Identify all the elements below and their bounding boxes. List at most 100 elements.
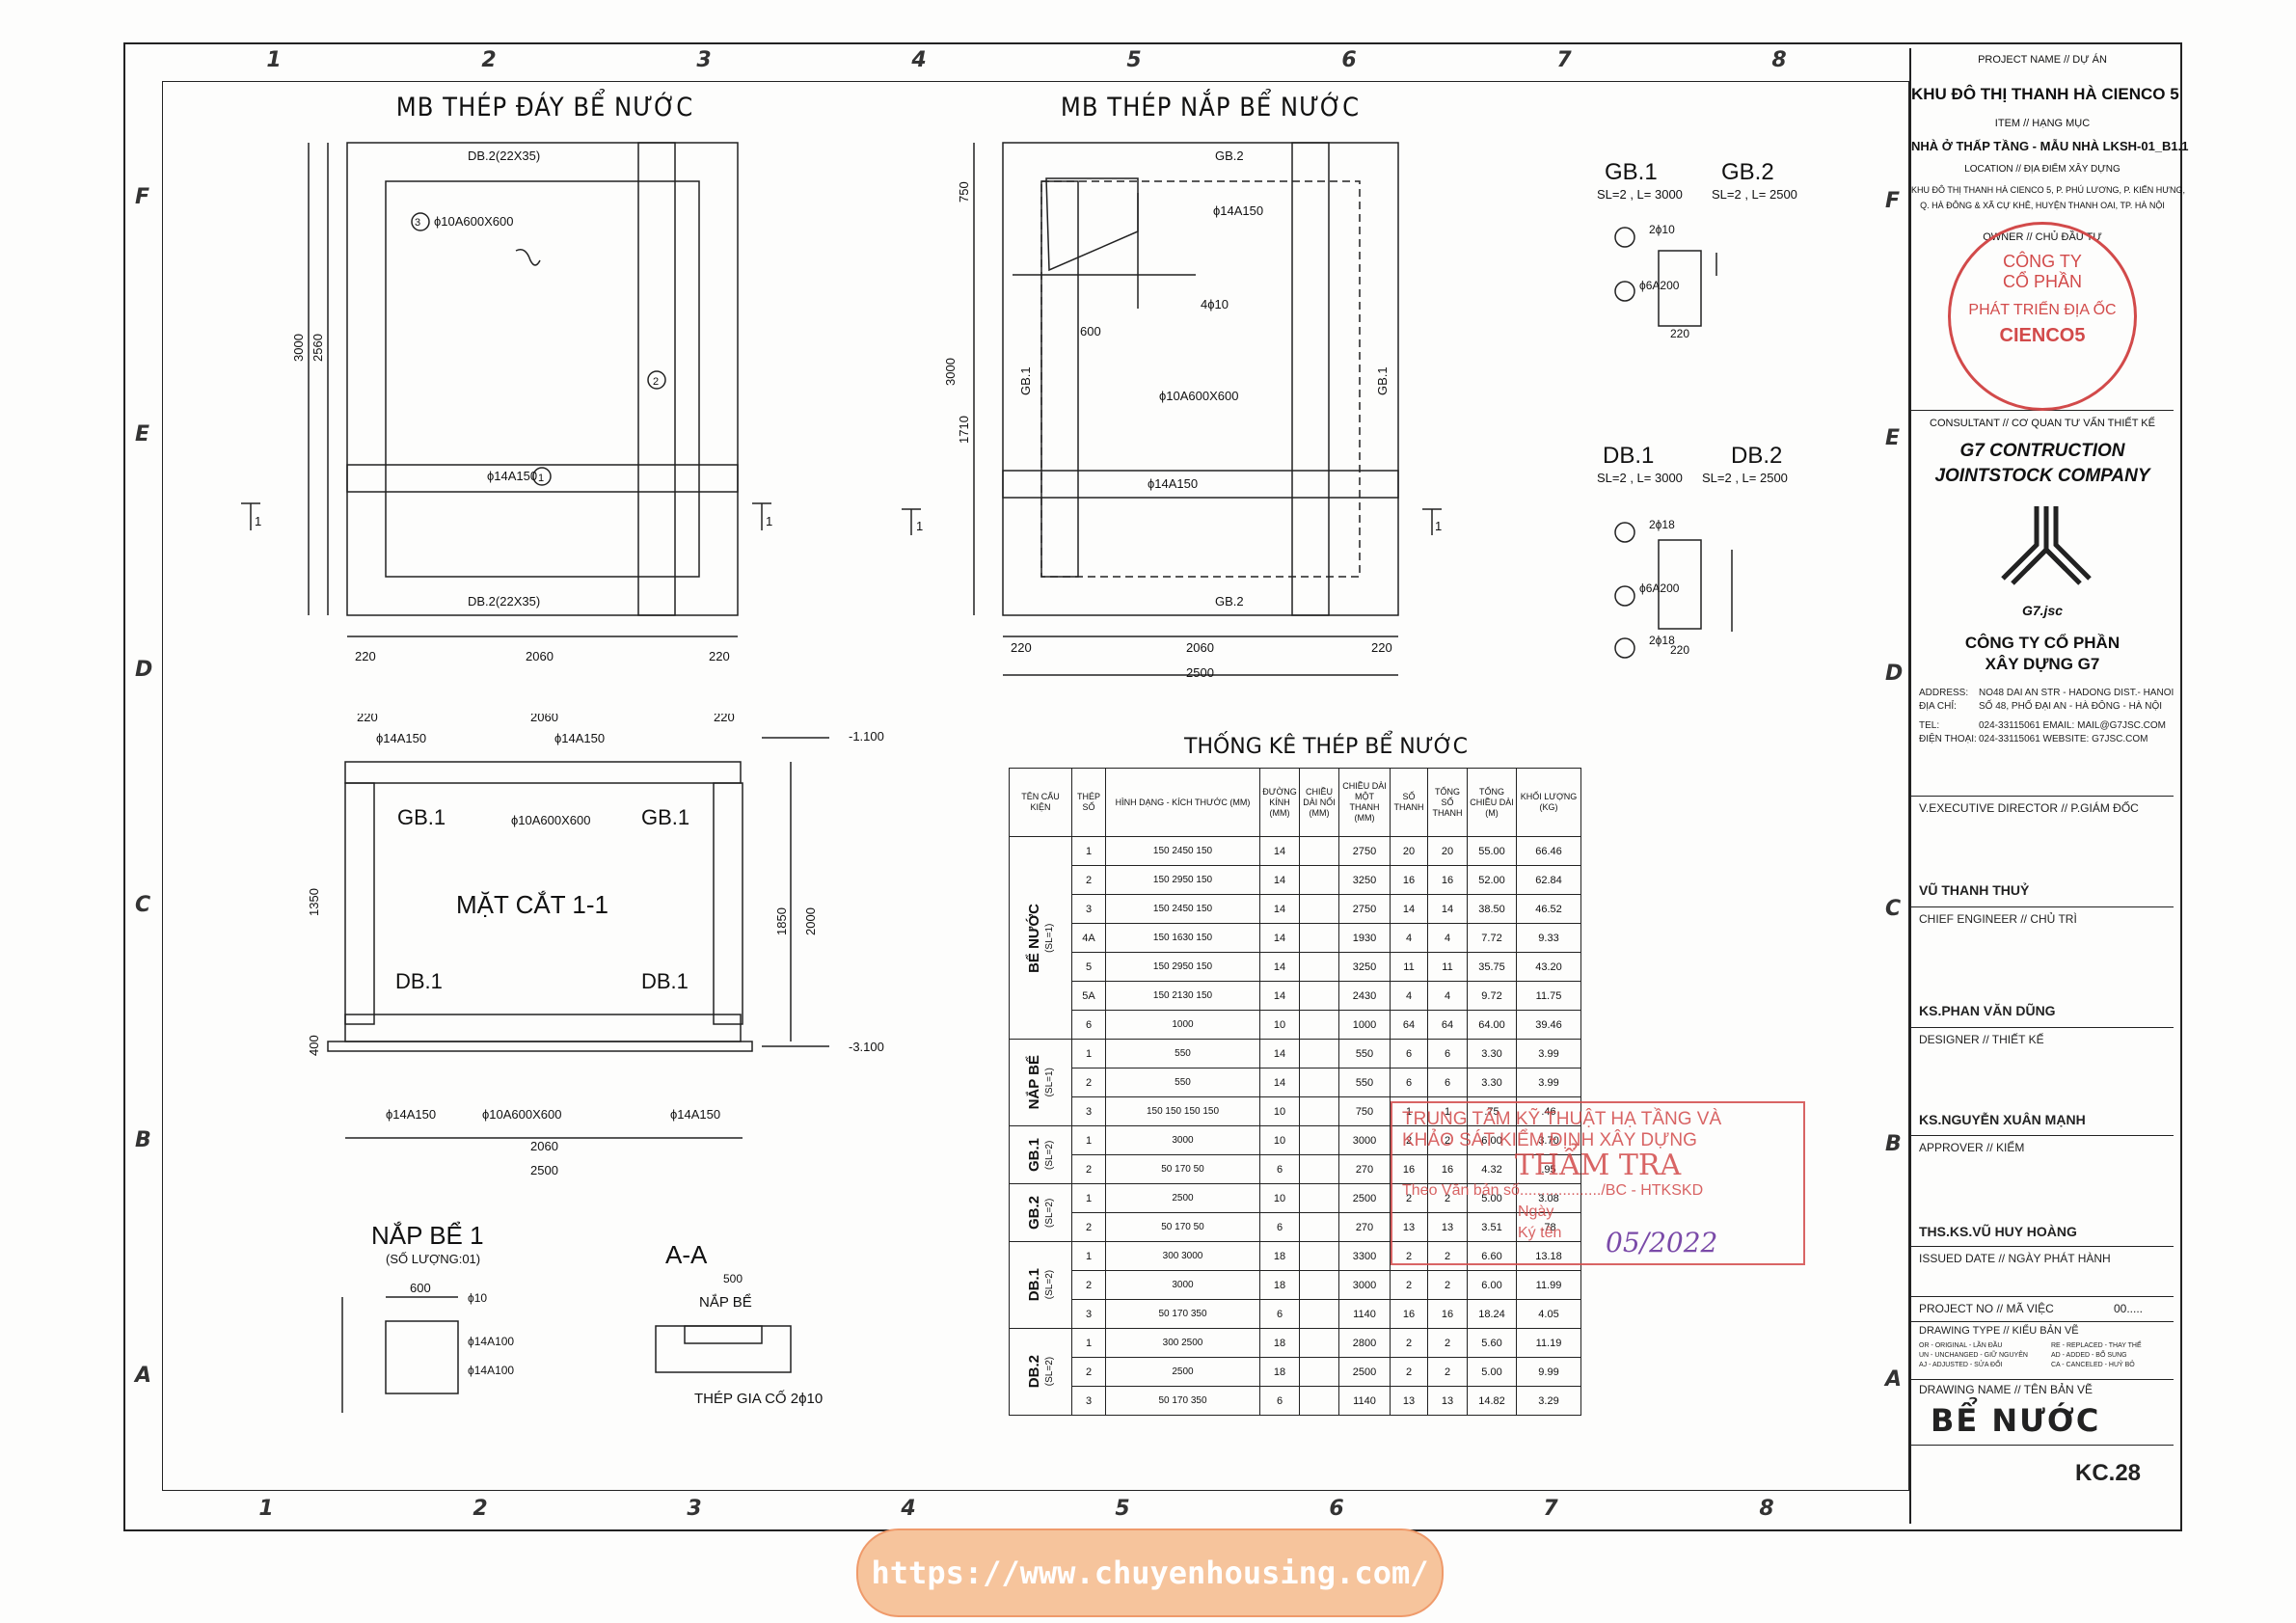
dim-220: 220 [1670, 327, 1689, 340]
beam-details: GB.1 GB.2 SL=2 , L= 3000 SL=2 , L= 2500 … [1597, 159, 1797, 659]
label-db1-left: DB.1 [395, 969, 443, 993]
review-date: 05/2022 [1606, 1227, 1718, 1258]
table-cell: 6.00 [1467, 1270, 1517, 1300]
table-cell: 9.72 [1467, 981, 1517, 1011]
nap-be-label: NẮP BỂ [699, 1293, 752, 1311]
dim-2060: 2060 [1186, 640, 1214, 655]
table-cell [1299, 865, 1339, 895]
table-cell: 5 [1071, 952, 1106, 982]
table-cell: 14 [1259, 981, 1300, 1011]
label-4phi10: 4ϕ10 [1201, 297, 1229, 311]
approver-label: APPROVER // KIỂM [1919, 1141, 2025, 1154]
table-cell: 1 [1071, 1039, 1106, 1068]
cut-mark: 1 [766, 514, 772, 528]
table-cell: 2430 [1338, 981, 1391, 1011]
table-cell: 13 [1390, 1386, 1428, 1416]
table-cell: 11 [1390, 952, 1428, 982]
table-cell: 18.24 [1467, 1299, 1517, 1329]
member-name-cell: DB.2(SL=2) [1009, 1328, 1072, 1416]
table-cell: 6 [1259, 1299, 1300, 1329]
company-line2: XÂY DỰNG G7 [1985, 655, 2100, 673]
table-cell: 16 [1390, 865, 1428, 895]
member-quantity: (SL=2) [1044, 1140, 1055, 1170]
table-cell: 64 [1390, 1010, 1428, 1040]
table-cell [1299, 1212, 1339, 1242]
dim-600: 600 [1080, 324, 1101, 338]
grid-number: 7 [1543, 1497, 1558, 1521]
label-gb1-left: GB.1 [397, 805, 446, 829]
table-cell: 6 [1259, 1212, 1300, 1242]
table-cell: 150 2130 150 [1105, 981, 1260, 1011]
grid-number: 8 [1771, 48, 1787, 72]
table-cell: 1140 [1338, 1386, 1391, 1416]
bottom-slab-plan: DB.2(22X35) DB.2(22X35) ϕ10A600X600 ϕ14A… [241, 142, 772, 663]
dim-2500: 2500 [530, 1163, 558, 1177]
chief-name: KS.PHAN VĂN DŨNG [1919, 1003, 2056, 1018]
label-2phi18: 2ϕ18 [1649, 518, 1675, 531]
dim-1850: 1850 [774, 907, 789, 935]
member-name-cell: NẮP BỂ(SL=1) [1009, 1039, 1072, 1126]
table-cell: 6 [1390, 1068, 1428, 1097]
section-title: MẶT CẮT 1-1 [456, 890, 608, 919]
watermark-url[interactable]: https://www.chuyenhousing.com/ [856, 1528, 1444, 1617]
table-cell: 2 [1427, 1270, 1468, 1300]
table-cell: 1930 [1338, 923, 1391, 953]
table-cell: 4.32 [1467, 1154, 1517, 1184]
dim-220: 220 [1670, 643, 1689, 657]
table-cell: 14 [1427, 894, 1468, 924]
table-cell: 14 [1259, 1068, 1300, 1097]
dim-220: 220 [357, 714, 378, 724]
table-cell [1299, 1241, 1339, 1271]
schedule-title: THỐNG KÊ THÉP BỂ NƯỚC [1184, 735, 1469, 759]
table-cell: 4A [1071, 923, 1106, 953]
table-cell: 3250 [1338, 865, 1391, 895]
grid-number: 2 [481, 48, 497, 72]
tb-name-section: DRAWING NAME // TÊN BẢN VẼ BỂ NƯỚC [1911, 1379, 2174, 1446]
dia-chi: SỐ 48, PHỐ ĐẠI AN - HÀ ĐÔNG - HÀ NỘI [1979, 701, 2163, 712]
table-cell: 20 [1390, 836, 1428, 866]
svg-text:2: 2 [653, 376, 659, 388]
owner-stamp-line: CIENCO5 [1999, 325, 2086, 346]
table-cell [1299, 1039, 1339, 1068]
label-phi14: ϕ14A150 [386, 1107, 436, 1122]
table-cell: 55.00 [1467, 836, 1517, 866]
dim-220: 220 [714, 714, 735, 724]
table-cell: 2 [1071, 1212, 1106, 1242]
dim-1350: 1350 [307, 888, 321, 916]
label-2phi18: 2ϕ18 [1649, 634, 1675, 647]
approver-name: THS.KS.VŨ HUY HOÀNG [1919, 1224, 2077, 1239]
table-cell: 9.33 [1516, 923, 1581, 953]
table-cell: 550 [1105, 1068, 1260, 1097]
dim-220: 220 [1371, 640, 1392, 655]
type-legend: OR - ORIGINAL - LẦN ĐẦU [1919, 1342, 2003, 1349]
table-cell: 270 [1338, 1154, 1391, 1184]
member-name-cell: DB.1(SL=2) [1009, 1241, 1072, 1329]
tb-project-section: PROJECT NAME // DỰ ÁN KHU ĐÔ THỊ THANH H… [1911, 48, 2189, 411]
table-cell: 1 [1071, 836, 1106, 866]
table-cell: 11.75 [1516, 981, 1581, 1011]
table-cell [1299, 1299, 1339, 1329]
tb-director-section: V.EXECUTIVE DIRECTOR // P.GIÁM ĐỐC VŨ TH… [1911, 796, 2174, 907]
tb-consultant-section: CONSULTANT // CƠ QUAN TƯ VẤN THIẾT KẾ G7… [1911, 410, 2174, 797]
table-cell: 2750 [1338, 836, 1391, 866]
table-cell: 18 [1259, 1241, 1300, 1271]
item-name: NHÀ Ở THẤP TẦNG - MẪU NHÀ LKSH-01_B1.1 [1911, 139, 2189, 153]
chief-label: CHIEF ENGINEER // CHỦ TRÌ [1919, 912, 2077, 926]
gb1-info: SL=2 , L= 3000 [1597, 187, 1683, 202]
table-cell: 150 1630 150 [1105, 923, 1260, 953]
label-phi14: ϕ14A150 [554, 731, 605, 745]
table-cell: 3000 [1338, 1270, 1391, 1300]
table-cell: 39.46 [1516, 1010, 1581, 1040]
table-cell: 550 [1338, 1039, 1391, 1068]
table-cell [1299, 1270, 1339, 1300]
location-label: LOCATION // ĐỊA ĐIỂM XÂY DỰNG [1964, 164, 2120, 175]
table-cell: .78 [1516, 1212, 1581, 1242]
col-header: TỔNG CHIỀU DÀI (M) [1467, 768, 1517, 837]
tb-approver-section: APPROVER // KIỂM THS.KS.VŨ HUY HOÀNG [1911, 1135, 2174, 1247]
